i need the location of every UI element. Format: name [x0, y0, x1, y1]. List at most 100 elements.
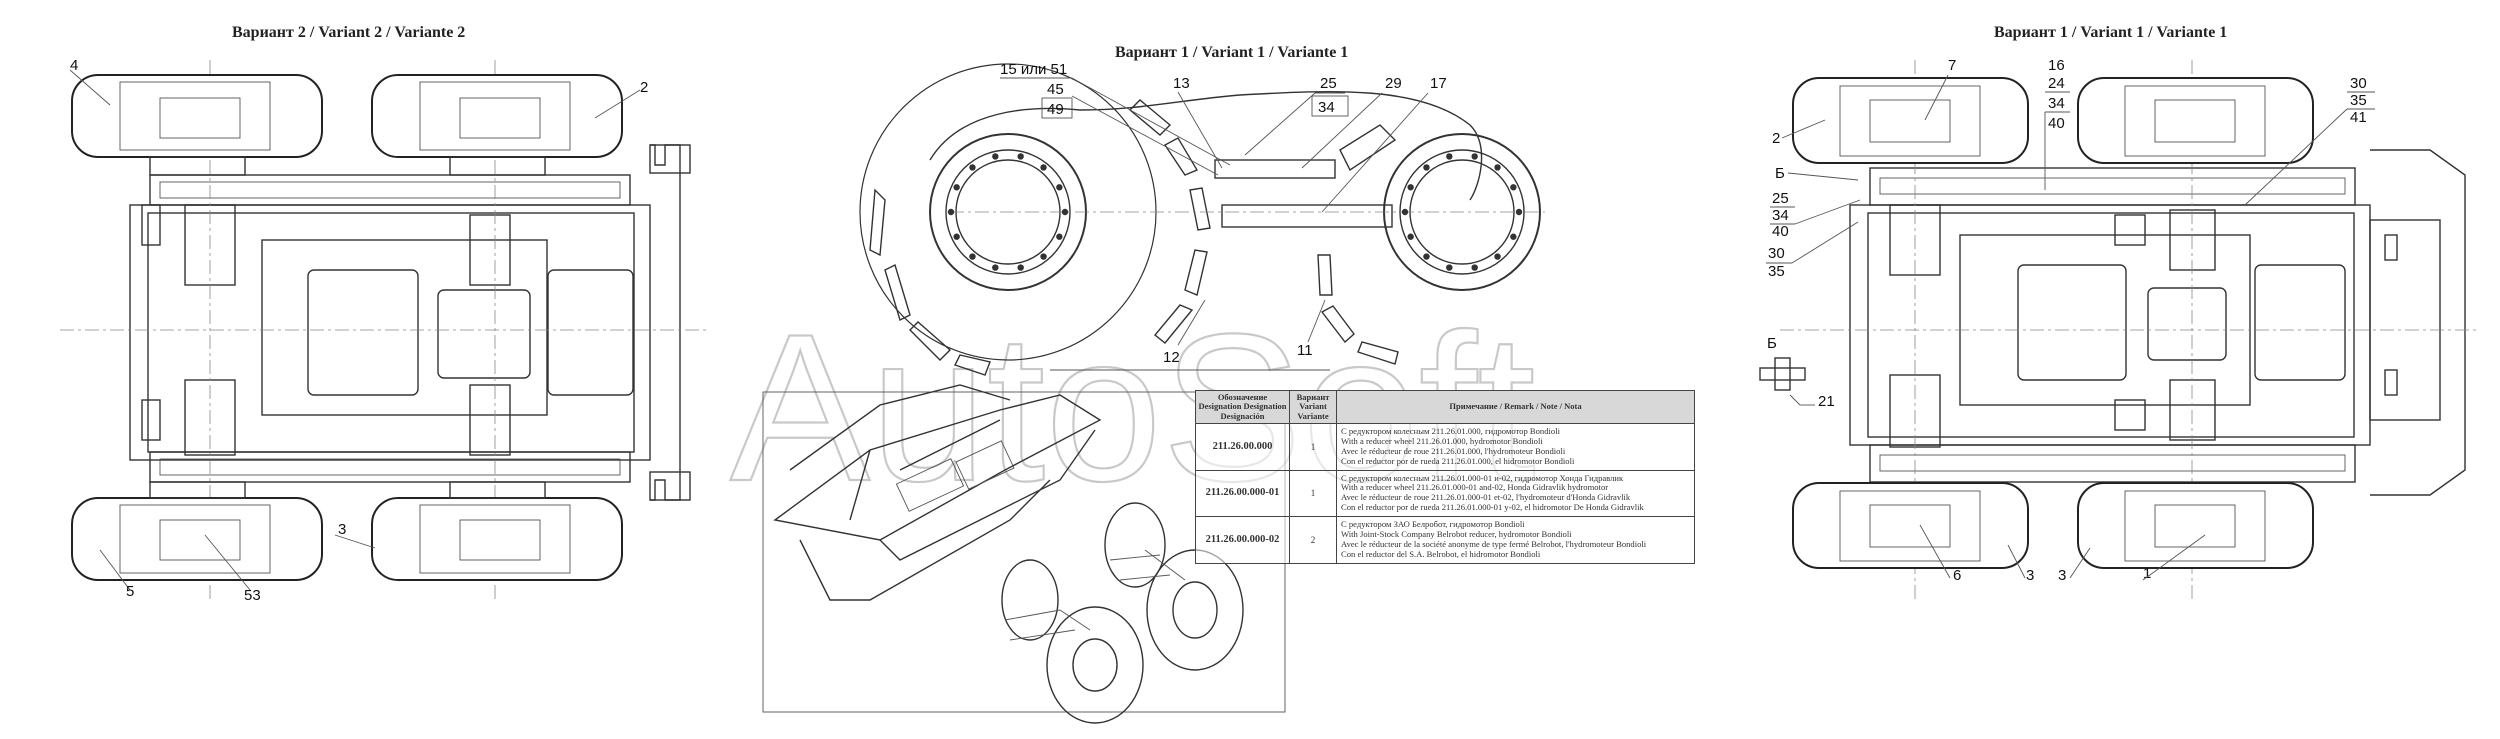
- callout-24: 24: [2048, 75, 2065, 92]
- lug-bolt: [953, 184, 960, 191]
- callout-B: Б: [1775, 165, 1785, 182]
- lug-bolt: [1510, 233, 1517, 240]
- variant1-tires: [1792, 77, 2314, 569]
- variant2-tires: [71, 74, 623, 581]
- callout-25-right: 25: [1772, 190, 1789, 207]
- variant1-center-callouts: 15 или 51 45 49 13 25 34 29 17 12 11: [1000, 61, 1447, 366]
- row-designation: 211.26.00.000-02: [1195, 516, 1290, 564]
- variant2-title: Вариант 2 / Variant 2 / Variante 2: [232, 24, 465, 41]
- header-designation: Обозначение Designation Designation Desi…: [1195, 389, 1290, 425]
- callout-3-b: 3: [2058, 567, 2066, 584]
- callout-5: 5: [126, 583, 134, 600]
- callout-12: 12: [1163, 349, 1180, 366]
- lug-bolt: [1017, 264, 1024, 271]
- variant2-chassis-plan: [60, 60, 710, 600]
- lug-bolt: [1061, 208, 1069, 216]
- lug-bolt: [947, 208, 955, 216]
- variant1-center-title: Вариант 1 / Variant 1 / Variante 1: [1115, 44, 1348, 61]
- callout-34: 34: [1318, 99, 1335, 116]
- variant1-right-callouts: 7 1 6 24 34 40 30 35 41 2 Б 25 34 40 30 3…: [1766, 57, 2375, 584]
- row-note: С редуктором ЗАО Белробот, гидромотор Bo…: [1336, 516, 1695, 564]
- lug-bolt: [1401, 208, 1409, 216]
- callout-34-top: 34: [2048, 95, 2065, 112]
- callout-30-top: 30: [2350, 75, 2367, 92]
- callout-21: 21: [1818, 393, 1835, 410]
- callout-7: 7: [1948, 57, 1956, 74]
- callout-6: 6: [1953, 567, 1961, 584]
- row-designation: 211.26.00.000-01: [1195, 469, 1290, 518]
- lug-bolt: [992, 153, 999, 160]
- header-variant: Вариант Variant Variante: [1289, 389, 1337, 425]
- callout-3: 3: [338, 521, 346, 538]
- row-designation: 211.26.00.000: [1195, 423, 1290, 471]
- lug-bolt: [1471, 264, 1478, 271]
- callout-4: 4: [70, 57, 78, 74]
- note-line: Con el reductor del S.A. Belrobot, el hi…: [1341, 549, 1541, 559]
- callout-2: 2: [640, 79, 648, 96]
- callout-40-top: 40: [2048, 115, 2065, 132]
- callout-35-top: 35: [2350, 92, 2367, 109]
- lug-bolt: [953, 233, 960, 240]
- detail-B: Б 21: [1759, 335, 1835, 410]
- callout-25: 25: [1320, 75, 1337, 92]
- lug-bolt: [969, 164, 976, 171]
- lug-bolt: [1515, 208, 1523, 216]
- note-line: With a reducer wheel 211.26.01.000-01 an…: [1341, 483, 1609, 493]
- lug-bolt: [1056, 233, 1063, 240]
- note-line: With a reducer wheel 211.26.01.000, hydr…: [1341, 436, 1543, 446]
- variant1-right-title: Вариант 1 / Variant 1 / Variante 1: [1994, 24, 2227, 41]
- callout-11: 11: [1297, 342, 1313, 359]
- lug-bolt: [1446, 153, 1453, 160]
- callout-53: 53: [244, 587, 261, 604]
- callout-45: 45: [1047, 81, 1064, 98]
- lug-bolt: [1407, 184, 1414, 191]
- detail-B-label: Б: [1767, 335, 1777, 352]
- lug-bolt: [1040, 164, 1047, 171]
- lug-bolt: [969, 253, 976, 260]
- lug-bolt: [1471, 153, 1478, 160]
- callout-13: 13: [1173, 75, 1190, 92]
- callout-3-a: 3: [2026, 567, 2034, 584]
- lug-bolt: [1040, 253, 1047, 260]
- row-variant: 1: [1289, 469, 1337, 518]
- note-line: Con el reductor por de rueda 211.26.01.0…: [1341, 456, 1575, 466]
- variant1-side-view: [859, 63, 1545, 376]
- lug-bolt: [1510, 184, 1517, 191]
- note-line: Avec le réducteur de roue 211.26.01.000,…: [1341, 446, 1566, 456]
- callout-15-or-51: 15 или 51: [1000, 61, 1067, 78]
- callout-1: 1: [2143, 565, 2151, 582]
- designation-table: Обозначение Designation Designation Desi…: [1195, 389, 1695, 564]
- callout-29: 29: [1385, 75, 1402, 92]
- callout-30-mid: 30: [1768, 245, 1785, 262]
- lug-bolt: [1423, 253, 1430, 260]
- lug-bolt: [1494, 253, 1501, 260]
- row-note: С редуктором колесным 211.26.01.000, гид…: [1336, 423, 1695, 471]
- lug-bolt: [1407, 233, 1414, 240]
- note-line: С редуктором ЗАО Белробот, гидромотор Bo…: [1341, 520, 1525, 530]
- lug-bolt: [1017, 153, 1024, 160]
- callout-49: 49: [1047, 101, 1064, 118]
- wheel-lug-bolts: [947, 153, 1523, 271]
- callout-35-mid: 35: [1768, 263, 1785, 280]
- callout-2-right: 2: [1772, 130, 1780, 147]
- row-variant: 1: [1289, 423, 1337, 471]
- callout-34-mid: 34: [1772, 207, 1789, 224]
- lug-bolt: [1446, 264, 1453, 271]
- lug-bolt: [1494, 164, 1501, 171]
- lug-bolt: [1423, 164, 1430, 171]
- lug-bolt: [992, 264, 999, 271]
- lug-bolt: [1056, 184, 1063, 191]
- note-line: Con el reductor por de rueda 211.26.01.0…: [1341, 503, 1644, 513]
- note-line: With Joint-Stock Company Belrobot reduce…: [1341, 529, 1572, 539]
- callout-41: 41: [2350, 109, 2367, 126]
- header-note: Примечание / Remark / Note / Nota: [1336, 389, 1695, 425]
- isometric-assembly-sketch: [762, 384, 1286, 724]
- note-line: С редуктором колесным 211.26.01.000-01 и…: [1341, 473, 1624, 483]
- callout-40-mid: 40: [1772, 223, 1789, 240]
- note-line: С редуктором колесным 211.26.01.000, гид…: [1341, 427, 1560, 437]
- row-note: С редуктором колесным 211.26.01.000-01 и…: [1336, 469, 1695, 518]
